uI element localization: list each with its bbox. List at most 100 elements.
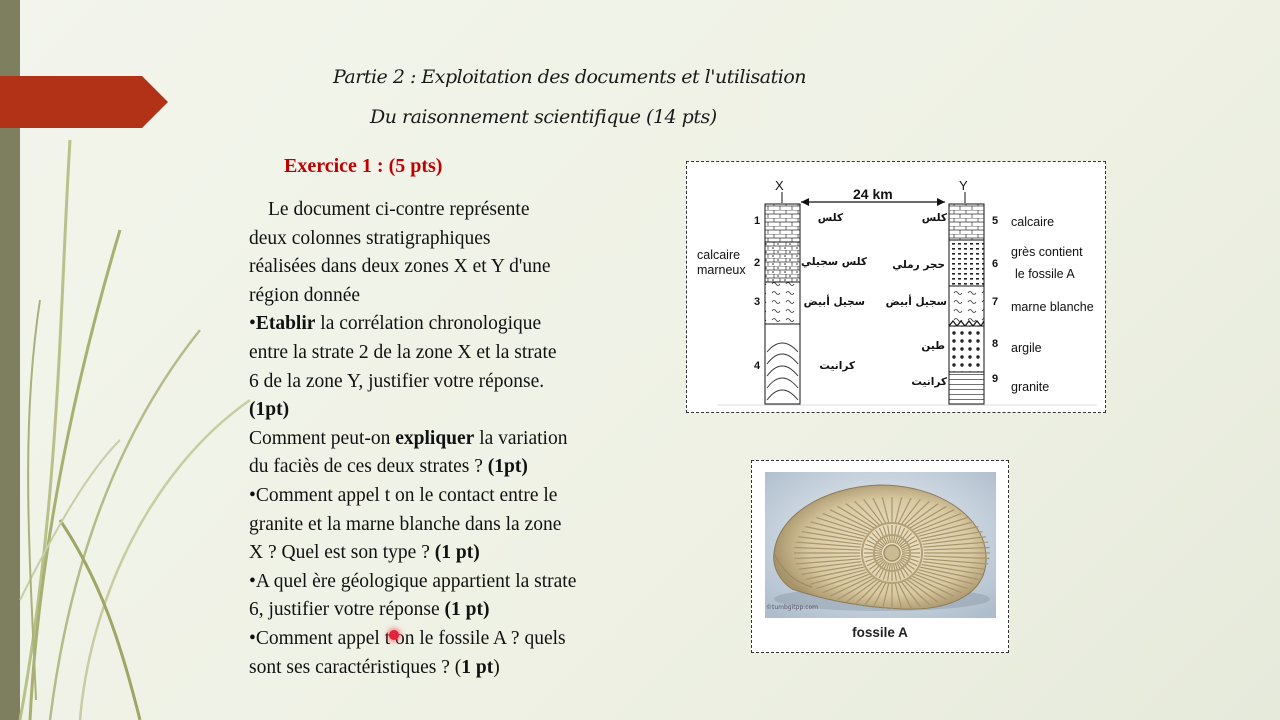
ammonite-rib [794, 555, 861, 560]
ammonite-rib [794, 546, 861, 551]
ammonite-rib [916, 516, 968, 535]
y-arabic-label: كرانيت [911, 376, 947, 388]
intro-line: réalisées dans deux zones X et Y d'une [249, 256, 551, 278]
y-arabic-label: سجيل أبيض [885, 296, 947, 308]
ammonite-rib [894, 582, 903, 609]
left-label: marneux [697, 263, 746, 277]
ammonite-rib [829, 509, 872, 531]
ammonite-rib [923, 541, 989, 548]
ammonite-inner-rib [897, 560, 909, 577]
y-stratum-number: 7 [992, 296, 999, 308]
image-watermark: ©tumbgitpp.com [766, 604, 818, 611]
ammonite-rib [829, 575, 872, 597]
ammonite-rib [897, 582, 912, 609]
ammonite-rib [920, 526, 979, 540]
ammonite-rib [795, 558, 861, 565]
intro-line: région donnée [249, 284, 361, 306]
stratigraphy-drawing [717, 192, 1097, 406]
y-arabic-label: كلس [921, 212, 947, 224]
ammonite-inner-rib [898, 532, 913, 547]
ammonite-rib [921, 530, 983, 543]
ammonite-rib [916, 571, 968, 590]
distance-label: 24 km [853, 186, 893, 202]
x-arabic-label: سجيل أبيض [803, 296, 865, 308]
ammonite-inner-rib [875, 560, 887, 577]
question-1: •Etablir la corrélation chronologique [249, 313, 542, 335]
y-french-label: calcaire [1011, 215, 1055, 229]
ammonite-rib [912, 575, 955, 597]
ammonite-rib [920, 566, 979, 580]
ammonite-rib [881, 582, 890, 609]
stratigraphic-columns-figure: X Y 24 km calcaire marneux 1 2 3 4 كلس ك… [686, 161, 1106, 413]
x-arabic-label: كلس سجيلي [801, 256, 867, 268]
ammonite-rib [805, 566, 864, 580]
slide-title-line-2: Du raisonnement scientifique (14 pts) [370, 106, 717, 128]
ammonite-rib [837, 577, 875, 601]
question-4-line: 6, justifier votre réponse (1 pt) [249, 599, 490, 621]
laser-pointer-dot [389, 630, 399, 640]
question-3-line: granite et la marne blanche dans la zone [249, 513, 562, 535]
x-stratum-number: 2 [754, 257, 761, 269]
ammonite-rib [914, 512, 962, 533]
ammonite-inner-rib [899, 558, 916, 570]
y-stratum-number: 5 [992, 215, 999, 227]
ammonite-rib [912, 509, 955, 531]
y-stratum-number: 9 [992, 373, 999, 385]
ammonite-rib [845, 503, 878, 528]
ammonite-rib [801, 563, 863, 576]
ammonite-rib [863, 581, 884, 607]
question-4: •A quel ère géologique appartient la str… [249, 570, 577, 592]
question-3: •Comment appel t on le contact entre le [249, 484, 558, 506]
ammonite-rib [906, 503, 939, 528]
intro-line: Le document ci-contre représente [268, 199, 530, 220]
ammonite-rib [816, 516, 868, 535]
exercise-text: Le document ci-contre représente deux co… [249, 196, 669, 682]
y-stratum-number: 8 [992, 338, 999, 350]
y-french-label: marne blanche [1011, 300, 1094, 314]
ammonite-inner-rib [898, 559, 913, 574]
question-2: Comment peut-on expliquer la variation [249, 427, 568, 449]
ammonite-rib [881, 497, 890, 524]
ammonite-rib [918, 521, 974, 537]
column-y-label: Y [959, 178, 968, 193]
ammonite-rib [903, 580, 930, 606]
y-french-label: granite [1011, 380, 1050, 394]
ammonite-inner-rib [897, 529, 909, 546]
question-1-line: entre la strate 2 de la zone X et la str… [249, 341, 557, 363]
ammonite-rib [795, 541, 861, 548]
ammonite-rib [810, 521, 866, 537]
ammonite-rib [922, 536, 986, 545]
ammonite-rib [922, 561, 986, 570]
fossil-figure: fossile A ©tumbgitpp.com [751, 460, 1009, 653]
x-stratum-number: 4 [754, 360, 761, 372]
intro-line: deux colonnes stratigraphiques [249, 227, 491, 249]
ammonite-rib [872, 497, 887, 524]
x-arabic-label: كرانيت [819, 360, 855, 372]
ammonite-rib [845, 578, 878, 603]
question-3-line: X ? Quel est son type ? (1 pt) [249, 542, 480, 564]
ammonite-rib [798, 536, 862, 545]
ammonite-rib [900, 499, 921, 525]
y-french-label: grès contient [1011, 245, 1083, 259]
fossil-caption: fossile A [852, 625, 908, 640]
ammonite-inner-rib [868, 558, 885, 570]
y-french-label: le fossile A [1015, 267, 1075, 281]
ammonite-rib [837, 505, 875, 529]
ammonite-rib [872, 582, 887, 609]
ammonite-inner-rib [899, 536, 916, 548]
ammonite-rib [822, 573, 870, 594]
ammonite-rib [798, 561, 862, 570]
question-2-line: du faciès de ces deux strates ? (1pt) [249, 456, 528, 478]
ammonite-rib [854, 500, 881, 526]
x-arabic-label: كلس [817, 212, 843, 224]
y-french-label: argile [1011, 341, 1042, 355]
ammonite-inner-rib [868, 536, 885, 548]
ammonite-rib [822, 512, 870, 533]
y-stratum-number: 6 [992, 258, 999, 270]
y-arabic-label: طين [921, 340, 945, 352]
ammonite-rib [805, 526, 864, 540]
ammonite-rib [914, 573, 962, 594]
question-1-line: 6 de la zone Y, justifier votre réponse. [249, 370, 545, 392]
ammonite-rib [923, 555, 990, 560]
ammonite-image [765, 472, 996, 618]
